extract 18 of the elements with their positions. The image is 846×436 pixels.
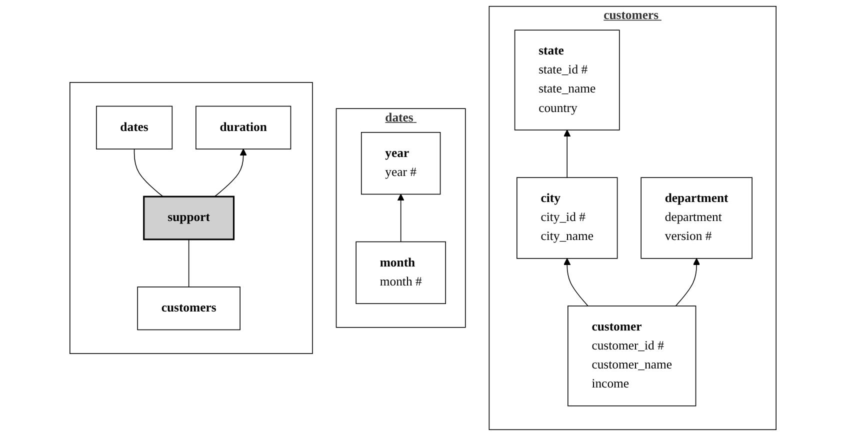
arrow <box>675 258 700 306</box>
cluster <box>70 82 313 354</box>
node-box: customers <box>137 286 240 330</box>
node-box: customer customer_id # customer_name income <box>568 306 696 406</box>
node-box: state state_id # state_name country <box>514 30 620 130</box>
node-box: city city_id # city_name <box>516 177 618 259</box>
arrow <box>564 258 588 306</box>
connector <box>188 239 190 288</box>
node-box: year year # <box>360 132 441 195</box>
arrow <box>564 130 571 178</box>
node-box: dates <box>96 106 173 150</box>
node-box: support <box>143 196 235 240</box>
arrow <box>214 148 247 197</box>
connector <box>134 148 164 197</box>
node-box: duration <box>196 106 292 150</box>
node-box: month month # <box>356 241 446 304</box>
node-box: department department version # <box>640 177 752 259</box>
arrow <box>397 194 404 242</box>
